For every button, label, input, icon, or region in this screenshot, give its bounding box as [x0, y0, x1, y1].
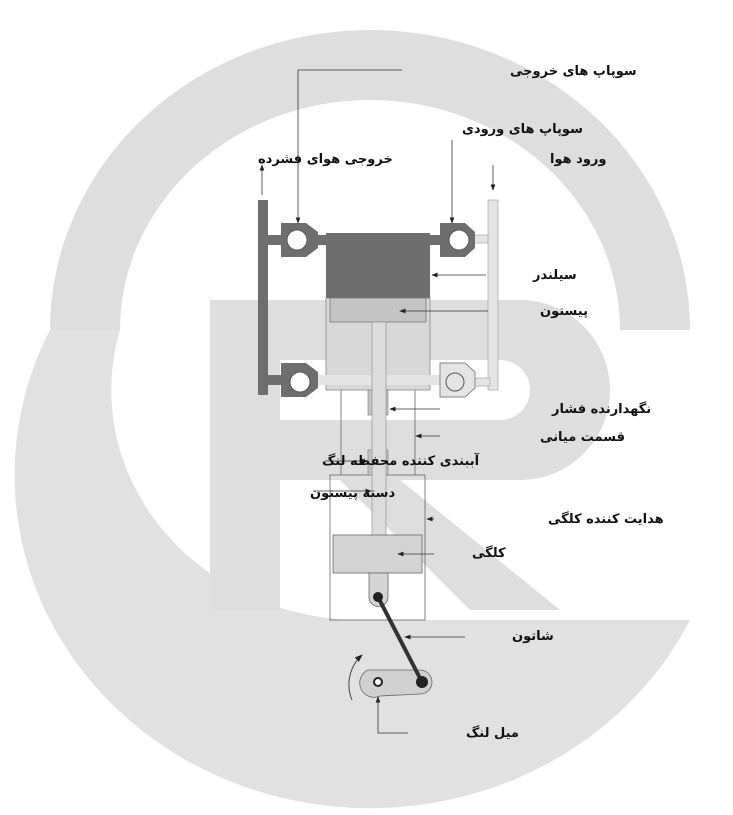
label-crosshead: کلگی: [472, 545, 506, 561]
compressor: [258, 199, 499, 701]
piston-rod: [371, 321, 387, 538]
label-compressed-air-out: خروجی هوای فشرده: [258, 152, 393, 167]
label-piston: پیستون: [540, 304, 588, 319]
label-crankshaft: میل لنگ: [466, 725, 519, 741]
labels: سوپاپ های خروجی سوپاپ های ورودی خروجی هو…: [258, 64, 664, 741]
intake-pipe: [487, 199, 499, 391]
label-distance-piece: قسمت میانی: [540, 430, 625, 445]
label-crankcase-seal: آببندی کننده محفظه لنگ: [322, 452, 480, 469]
crank-arm: [359, 669, 433, 698]
label-crosshead-guide: هدایت کننده کلگی: [548, 511, 664, 527]
intake-valve-bottom: [439, 362, 476, 398]
label-pressure-packing: نگهدارنده فشار: [551, 401, 651, 417]
watermark-logo: [14, 30, 691, 809]
cylinder-head: [326, 233, 430, 298]
label-connecting-rod: شاتون: [512, 629, 554, 644]
discharge-pipe: [258, 200, 268, 395]
label-intake-valves: سوپاپ های ورودی: [462, 122, 583, 137]
exhaust-valve-bottom: [281, 363, 318, 397]
exhaust-valve-top: [281, 223, 318, 257]
piston: [329, 297, 427, 323]
label-cylinder: سیلندر: [532, 268, 577, 283]
label-piston-rod: دسته پیستون: [310, 486, 395, 501]
label-exhaust-valves: سوپاپ های خروجی: [510, 64, 637, 79]
intake-valve-top: [440, 223, 475, 257]
rotation-arrow: [348, 654, 363, 701]
leader-lines: [259, 69, 496, 734]
connecting-rod: [376, 596, 424, 683]
label-air-in: ورود هوا: [550, 152, 606, 167]
